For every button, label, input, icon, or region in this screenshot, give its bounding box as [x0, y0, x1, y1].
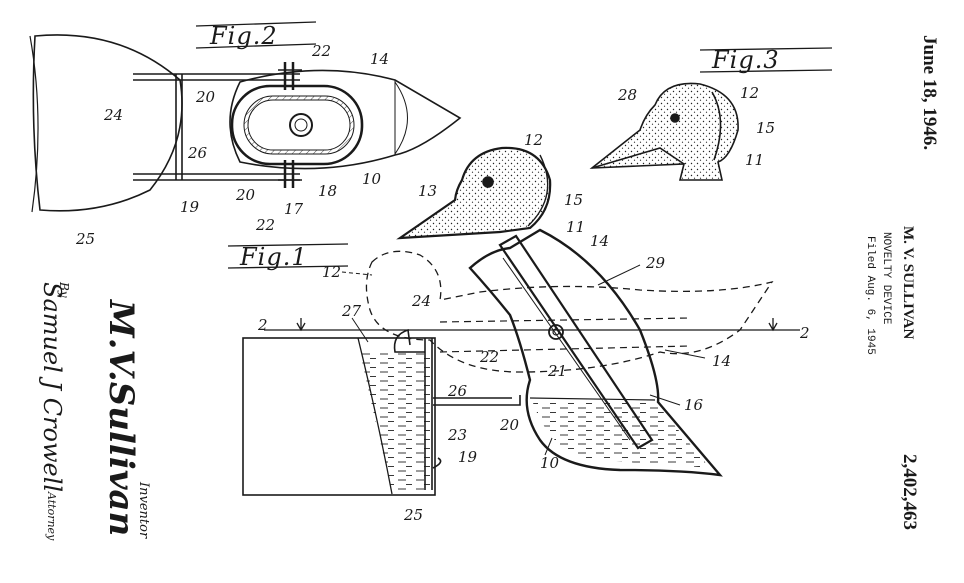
ref-label: 13 [418, 182, 437, 200]
drinking-glass [242, 337, 436, 496]
inventor-caption: Inventor [136, 481, 151, 539]
ref-label: 11 [745, 151, 764, 169]
ref-label: 14 [712, 352, 731, 370]
ref-label: 16 [684, 396, 704, 414]
ref-label: 12 [322, 263, 341, 281]
ref-label: 22 [255, 216, 275, 234]
ref-label: 17 [284, 200, 304, 218]
figure-1 [242, 146, 800, 496]
tilted-position-outline [365, 250, 774, 373]
ref-label: 2 [799, 324, 810, 342]
ref-label: 19 [180, 198, 200, 216]
ref-label: 28 [617, 86, 637, 104]
ref-label: 21 [547, 362, 567, 380]
figure-titles: Fig.2 Fig.3 Fig.1 [195, 21, 833, 271]
ref-label: 29 [645, 254, 666, 272]
fig2-reference-labels: 22 14 20 24 26 19 20 17 22 18 10 25 [75, 42, 389, 248]
ref-label: 12 [524, 131, 543, 149]
bird-head [396, 146, 552, 240]
patent-number: 2,402,463 [899, 454, 920, 530]
patent-title: NOVELTY DEVICE [880, 232, 892, 325]
figure-2 [29, 34, 462, 213]
ref-label: 25 [403, 506, 423, 524]
tube-cross-section [230, 84, 364, 166]
filed-date: Filed Aug. 6, 1945 [864, 236, 876, 355]
inventor-name-header: M. V. SULLIVAN [900, 226, 916, 340]
signature-block: M.V.Sullivan Inventor By Samuel J Crowel… [38, 281, 151, 541]
bird-tube [498, 234, 654, 450]
ref-label: 22 [311, 42, 331, 60]
ref-label: 10 [362, 170, 382, 188]
patent-date: June 18, 1946. [919, 35, 940, 150]
pivot-pin [548, 324, 564, 340]
attorney-signature: Samuel J Crowell [38, 282, 66, 492]
ref-label: 20 [499, 416, 520, 434]
ref-label: 24 [103, 106, 123, 124]
ref-label: 27 [341, 302, 362, 320]
ref-label: 14 [370, 50, 389, 68]
ref-label: 26 [447, 382, 468, 400]
bird-body-section [468, 228, 723, 477]
ref-label: 2 [257, 316, 268, 334]
ref-label: 25 [75, 230, 95, 248]
inventor-signature: M.V.Sullivan [101, 299, 141, 536]
ref-label: 14 [590, 232, 609, 250]
ref-label: 20 [195, 88, 216, 106]
head-stippled [589, 82, 739, 181]
attorney-caption: Attorney [45, 491, 58, 541]
water-in-bird [532, 400, 710, 468]
ref-label: 18 [318, 182, 337, 200]
ref-label: 23 [447, 426, 467, 444]
ref-label: 10 [540, 454, 560, 472]
water-in-glass [360, 352, 433, 492]
fig1-reference-labels: 12 13 15 11 14 29 12 2 27 24 2 22 21 14 … [257, 131, 810, 524]
ref-label: 19 [458, 448, 478, 466]
ref-label: 15 [756, 119, 775, 137]
ref-label: 24 [411, 292, 431, 310]
figure-3 [589, 82, 739, 181]
ref-label: 22 [479, 348, 499, 366]
patent-header: June 18, 1946. M. V. SULLIVAN NOVELTY DE… [864, 35, 940, 530]
glass-rim-top-view [32, 34, 183, 212]
ref-label: 11 [566, 218, 585, 236]
ref-label: 12 [740, 84, 759, 102]
ref-label: 15 [564, 191, 583, 209]
by-caption: By [57, 281, 71, 298]
ref-label: 20 [235, 186, 256, 204]
fig3-title: Fig.3 [711, 46, 780, 74]
ref-label: 26 [187, 144, 208, 162]
fig3-reference-labels: 28 12 15 11 [617, 84, 775, 169]
